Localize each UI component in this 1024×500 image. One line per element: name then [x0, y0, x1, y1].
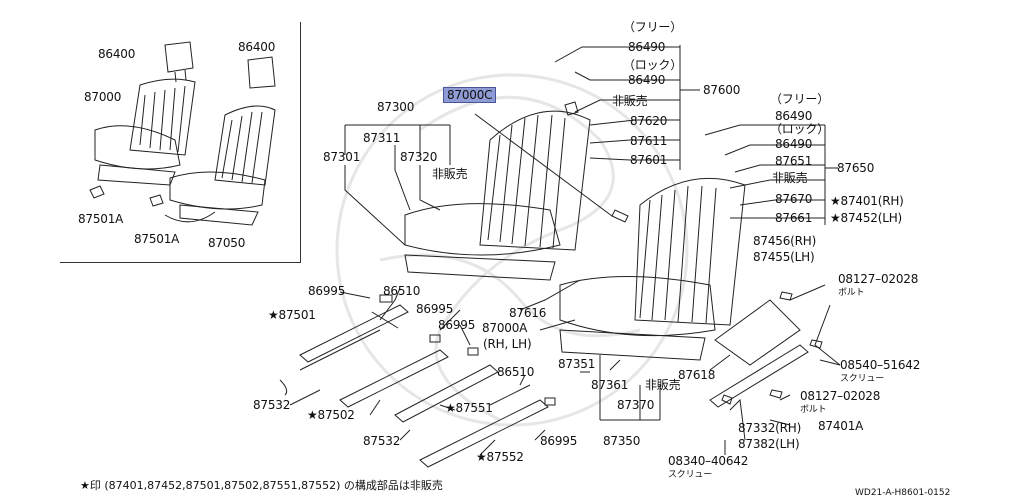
- part-label[interactable]: 87300: [377, 100, 415, 114]
- screw-label: スクリュー: [668, 470, 713, 480]
- part-label[interactable]: 87456(RH): [753, 234, 817, 248]
- part-label[interactable]: 86400: [238, 40, 276, 54]
- part-label[interactable]: 87455(LH): [753, 250, 815, 264]
- part-label[interactable]: 87350: [603, 434, 641, 448]
- part-label[interactable]: 87650: [837, 161, 875, 175]
- part-label[interactable]: 87600: [703, 83, 741, 97]
- part-label[interactable]: 87351: [558, 357, 596, 371]
- part-label[interactable]: 87000A: [482, 321, 528, 335]
- free-label: （フリー）: [623, 20, 683, 34]
- lock-label: （ロック）: [623, 58, 683, 72]
- part-label[interactable]: ★87401(RH): [830, 194, 904, 208]
- part-label[interactable]: 87532: [363, 434, 401, 448]
- not-for-sale-label: 非販売: [645, 378, 681, 392]
- part-label[interactable]: 87532: [253, 398, 291, 412]
- part-label[interactable]: 87332(RH): [738, 421, 802, 435]
- diagram-code: WD21-A-H8601-0152: [855, 488, 951, 498]
- part-label[interactable]: 86995: [438, 318, 476, 332]
- part-label[interactable]: 86510: [383, 284, 421, 298]
- part-label[interactable]: 08127–02028: [800, 389, 881, 403]
- part-label[interactable]: ★87551: [445, 401, 493, 415]
- part-label[interactable]: 87370: [617, 398, 655, 412]
- part-label[interactable]: 87670: [775, 192, 813, 206]
- part-label[interactable]: ★87452(LH): [830, 211, 903, 225]
- part-label[interactable]: 86400: [98, 47, 136, 61]
- part-label[interactable]: 87050: [208, 236, 246, 250]
- part-label[interactable]: 87301: [323, 150, 361, 164]
- inset-seat-illustration: [89, 41, 276, 226]
- part-label[interactable]: 87601: [630, 153, 668, 167]
- part-label[interactable]: 87501A: [78, 212, 124, 226]
- part-label[interactable]: ★87502: [307, 408, 355, 422]
- part-label[interactable]: 87000: [84, 90, 122, 104]
- part-label[interactable]: 87661: [775, 211, 813, 225]
- part-label[interactable]: 87618: [678, 368, 716, 382]
- bolt-label: ボルト: [838, 288, 865, 298]
- part-label[interactable]: 87382(LH): [738, 437, 800, 451]
- screw-label: スクリュー: [840, 374, 885, 384]
- part-label[interactable]: 87620: [630, 114, 668, 128]
- not-for-sale-label: 非販売: [432, 167, 468, 181]
- part-label[interactable]: 87611: [630, 134, 668, 148]
- part-label[interactable]: ★87501: [268, 308, 316, 322]
- part-label[interactable]: 86490: [775, 109, 813, 123]
- part-label[interactable]: 86510: [497, 365, 535, 379]
- part-label[interactable]: 86995: [540, 434, 578, 448]
- part-label[interactable]: 87501A: [134, 232, 180, 246]
- part-label[interactable]: 86490: [628, 40, 666, 54]
- part-label[interactable]: 87311: [363, 131, 401, 145]
- rear-seat-illustration: [559, 177, 801, 366]
- leader-lines: [289, 45, 841, 456]
- not-for-sale-label: 非販売: [772, 171, 808, 185]
- part-label[interactable]: 86490: [775, 137, 813, 151]
- part-label[interactable]: 87651: [775, 154, 813, 168]
- footnote: ★印 (87401,87452,87501,87502,87551,87552)…: [80, 479, 443, 492]
- free-label: （フリー）: [770, 92, 830, 106]
- part-label: (RH, LH): [483, 337, 532, 351]
- highlighted-part-label[interactable]: 87000C: [443, 87, 497, 103]
- part-label[interactable]: 08340–40642: [668, 454, 749, 468]
- part-label[interactable]: 08540–51642: [840, 358, 921, 372]
- part-label[interactable]: 08127–02028: [838, 272, 919, 286]
- part-label[interactable]: 87320: [400, 150, 438, 164]
- bolt-icons: [379, 209, 823, 406]
- bolt-label: ボルト: [800, 405, 827, 415]
- part-label[interactable]: ★87552: [476, 450, 524, 464]
- part-label[interactable]: 87616: [509, 306, 547, 320]
- part-label[interactable]: 87401A: [818, 419, 864, 433]
- part-label[interactable]: 86995: [416, 302, 454, 316]
- not-for-sale-label: 非販売: [612, 94, 648, 108]
- part-label[interactable]: 86490: [628, 73, 666, 87]
- part-label[interactable]: 87361: [591, 378, 629, 392]
- front-seat-illustration: [404, 101, 591, 281]
- part-label[interactable]: 86995: [308, 284, 346, 298]
- lock-label: （ロック）: [770, 122, 830, 136]
- seat-rails: [279, 304, 809, 468]
- inset-panel: [60, 22, 301, 263]
